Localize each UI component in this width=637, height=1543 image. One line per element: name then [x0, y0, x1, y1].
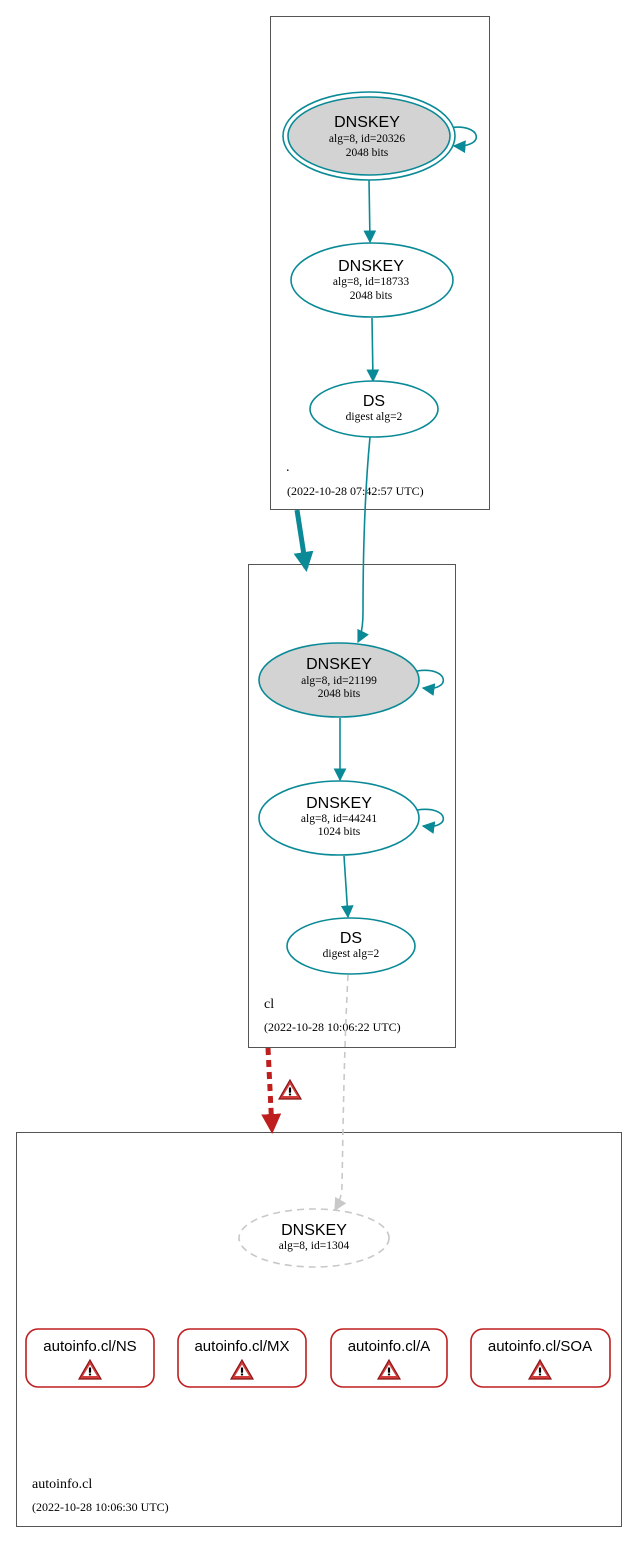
rrset-label: autoinfo.cl/A	[348, 1338, 431, 1355]
node-key-size: 1024 bits	[318, 826, 361, 838]
rrset-soa[interactable]: autoinfo.cl/SOA	[470, 1328, 611, 1388]
rrset-ns[interactable]: autoinfo.cl/NS	[25, 1328, 155, 1388]
node-title: DNSKEY	[334, 114, 400, 131]
node-title: DNSKEY	[338, 258, 404, 275]
node-title: DS	[340, 930, 362, 947]
warning-icon	[278, 1079, 302, 1100]
node-key-size: 2048 bits	[318, 688, 361, 700]
rrset-mx[interactable]: autoinfo.cl/MX	[177, 1328, 307, 1388]
signature-edge	[366, 317, 380, 383]
dnskey-node-20326[interactable]: DNSKEY alg=8, id=20326 2048 bits	[282, 91, 456, 181]
zone-timestamp: (2022-10-28 07:42:57 UTC)	[287, 484, 424, 498]
zone-name: autoinfo.cl	[32, 1477, 92, 1492]
node-title: DNSKEY	[306, 795, 372, 812]
node-title: DNSKEY	[306, 656, 372, 673]
node-algorithm: alg=8, id=18733	[333, 276, 409, 288]
delegation-edge	[293, 509, 314, 572]
rrset-label: autoinfo.cl/SOA	[488, 1338, 592, 1355]
rrset-label: autoinfo.cl/MX	[194, 1338, 289, 1355]
dnskey-node-21199[interactable]: DNSKEY alg=8, id=21199 2048 bits	[258, 642, 420, 718]
node-title: DNSKEY	[281, 1222, 347, 1239]
signature-edge	[363, 178, 377, 244]
node-digest: digest alg=2	[323, 948, 380, 960]
zone-name: .	[286, 460, 290, 475]
dnskey-node-44241[interactable]: DNSKEY alg=8, id=44241 1024 bits	[258, 780, 420, 856]
zone-timestamp: (2022-10-28 10:06:22 UTC)	[264, 1020, 401, 1034]
self-signature-edge	[416, 808, 445, 834]
node-algorithm: alg=8, id=1304	[279, 1240, 350, 1252]
zone-name: cl	[264, 997, 274, 1012]
node-key-size: 2048 bits	[350, 290, 393, 302]
zone-timestamp: (2022-10-28 10:06:30 UTC)	[32, 1500, 169, 1514]
self-signature-edge	[416, 669, 445, 696]
node-title: DS	[363, 393, 385, 410]
node-key-size: 2048 bits	[346, 147, 389, 159]
rrset-a[interactable]: autoinfo.cl/A	[330, 1328, 448, 1388]
zone-root: . (2022-10-28 07:42:57 UTC)	[270, 16, 490, 510]
self-signature-edge	[447, 126, 477, 154]
ds-digest-edge-insecure	[334, 974, 349, 1212]
ds-node-root[interactable]: DS digest alg=2	[309, 380, 439, 438]
rrset-label: autoinfo.cl/NS	[43, 1338, 136, 1355]
node-digest: digest alg=2	[346, 411, 403, 423]
ds-digest-edge	[357, 436, 371, 644]
signature-edge	[340, 855, 354, 919]
zone-cl: cl (2022-10-28 10:06:22 UTC)	[248, 564, 456, 1048]
zone-autoinfo-cl: autoinfo.cl (2022-10-28 10:06:30 UTC)	[16, 1132, 622, 1527]
dnskey-node-1304[interactable]: DNSKEY alg=8, id=1304	[238, 1208, 390, 1268]
node-algorithm: alg=8, id=44241	[301, 813, 377, 825]
delegation-edge-bogus	[261, 1047, 282, 1134]
node-algorithm: alg=8, id=20326	[329, 133, 405, 145]
node-algorithm: alg=8, id=21199	[301, 675, 377, 687]
dnskey-node-18733[interactable]: DNSKEY alg=8, id=18733 2048 bits	[290, 242, 454, 318]
ds-node-cl[interactable]: DS digest alg=2	[286, 917, 416, 975]
